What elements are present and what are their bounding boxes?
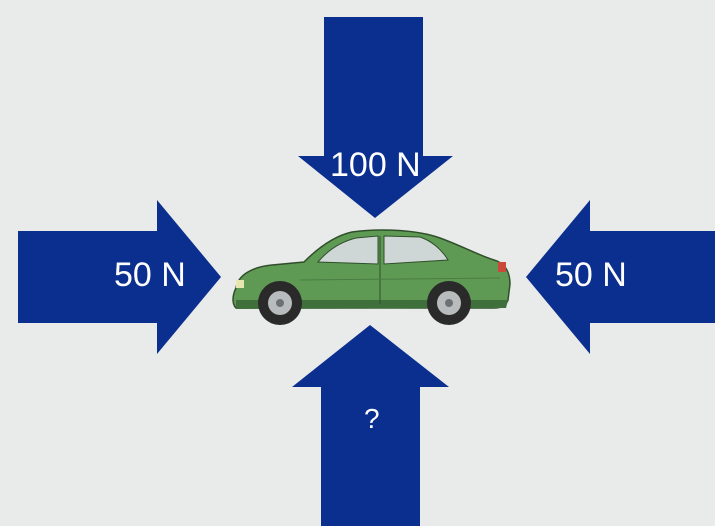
force-label-bottom: ? [364, 405, 380, 433]
force-label-top: 100 N [330, 148, 421, 182]
force-arrow-top [298, 17, 453, 218]
force-label-right: 50 N [555, 258, 627, 292]
car-icon [233, 230, 510, 325]
force-label-left: 50 N [114, 258, 186, 292]
